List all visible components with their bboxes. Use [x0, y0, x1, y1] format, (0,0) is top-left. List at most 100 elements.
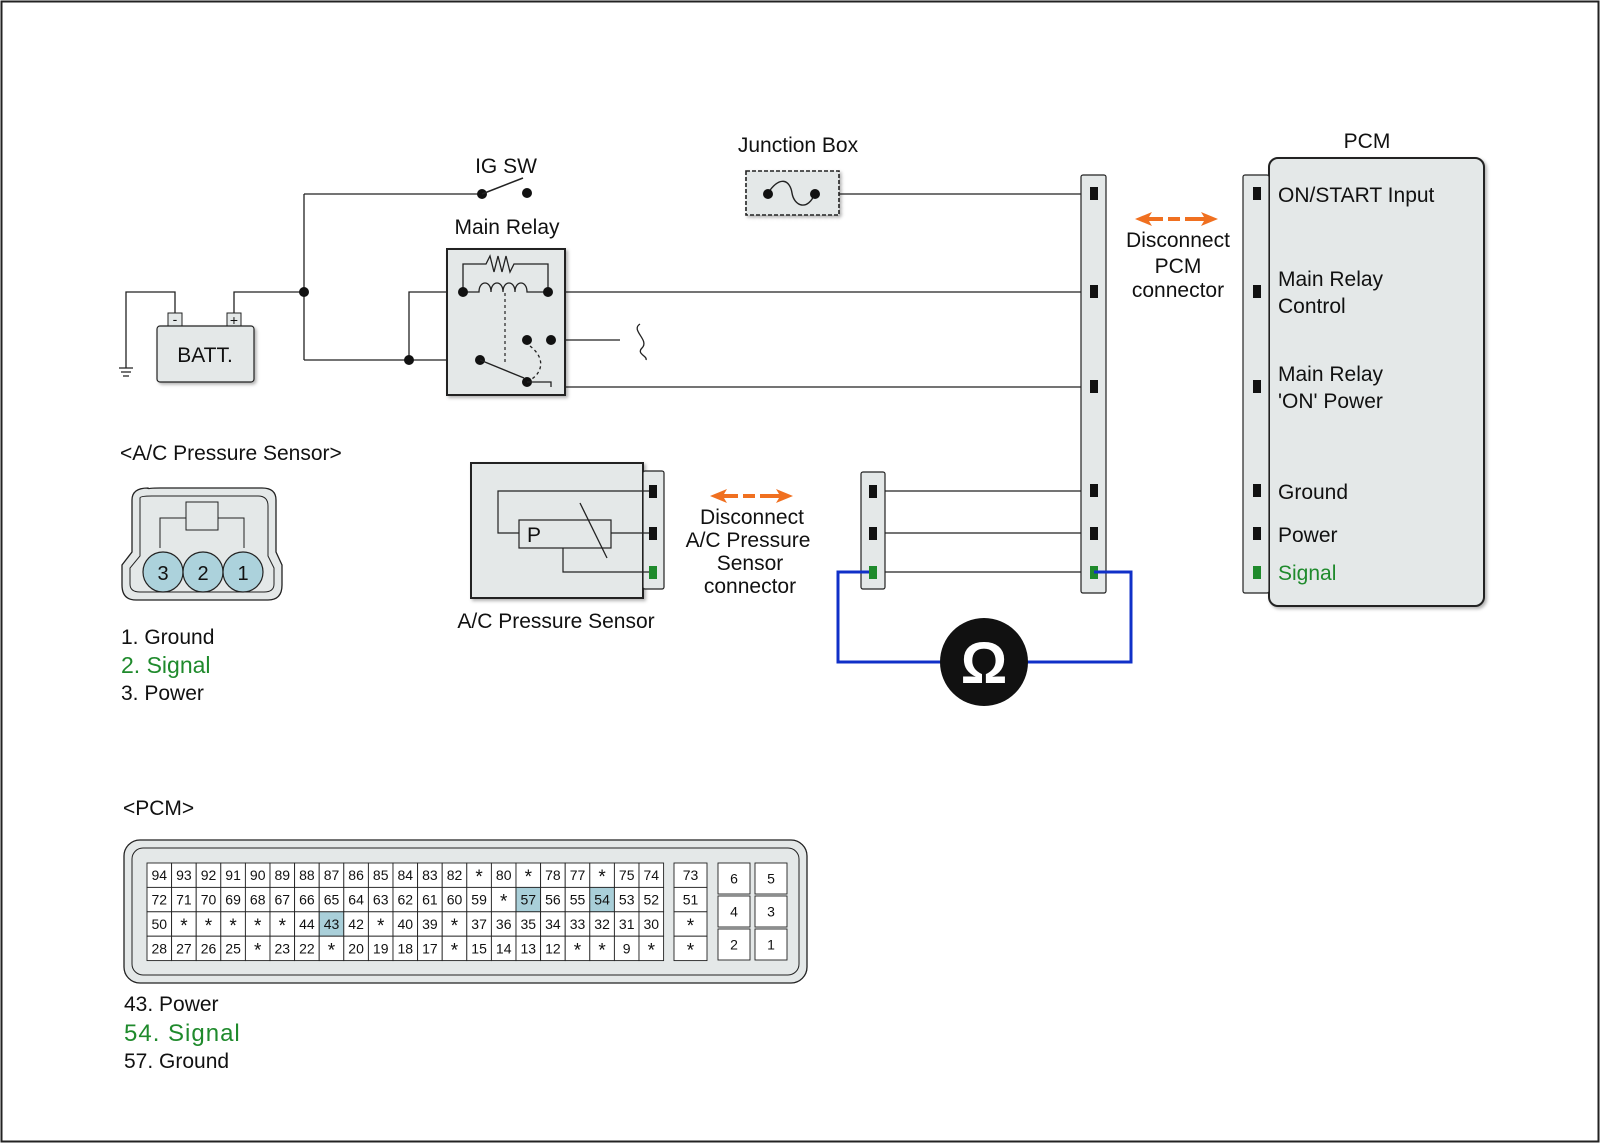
pcm-pin-cell	[638, 911, 665, 937]
disconnect-ac-arrow	[710, 489, 793, 503]
pcm-pin-number: *	[205, 916, 213, 937]
pcm-pin-number: 26	[201, 940, 217, 956]
pcm-pin-number: *	[279, 916, 287, 937]
pcm-pin-cell	[195, 935, 222, 962]
pcm-pin-number: *	[451, 916, 459, 937]
pcm-pin-number: *	[687, 916, 695, 937]
battery-plus-label: +	[230, 312, 238, 328]
pcm-pin-cell	[466, 886, 492, 913]
pcm-pin-number: 6	[730, 871, 738, 887]
pcm-terminal-label: Ground	[1278, 481, 1348, 504]
pcm-pin-cell	[294, 886, 320, 913]
pcm-pin-number: 17	[422, 940, 438, 956]
battery-label: BATT.	[177, 344, 233, 367]
pcm-pin-number: 65	[324, 892, 340, 908]
pcm-pin-number: 75	[619, 867, 635, 883]
pcm-pin-number: 60	[447, 892, 463, 908]
pcm-pin-number: *	[180, 916, 188, 937]
pcm-pin-cell	[220, 886, 246, 913]
pcm-pin-cell	[146, 862, 173, 888]
pcm-pin-cell	[318, 886, 345, 913]
pcm-pin-number: *	[687, 940, 695, 961]
pcm-pin-cell	[171, 935, 197, 962]
pcm-pin-number: *	[598, 940, 606, 961]
pcm-pin-number: 33	[570, 916, 586, 932]
pcm-pin-number: 94	[152, 867, 168, 883]
pcm-pin-cell	[269, 886, 296, 913]
pcm-pin-number: 5	[767, 871, 775, 887]
pcm-pin-number: 87	[324, 867, 340, 883]
pcm-pin-number: 90	[250, 867, 266, 883]
pcm-pin-number: 85	[373, 867, 389, 883]
pcm-pin-number: *	[648, 940, 656, 961]
pcm-pin-number: 66	[299, 892, 315, 908]
ac-sensor-legend-item: 1. Ground	[121, 626, 214, 649]
pcm-pin-cell	[673, 862, 708, 888]
ohmmeter-leads	[836, 570, 1133, 664]
ohm-symbol: Ω	[961, 631, 1008, 696]
disconnect-ac-label-1: Disconnect	[700, 506, 804, 529]
wire-break-symbol	[636, 323, 647, 361]
pcm-pin-number: 1	[767, 937, 775, 953]
pcm-terminal-label: Main Relay	[1278, 268, 1384, 291]
pcm-pin-cell	[673, 886, 708, 913]
pcm-pin-number: 74	[644, 867, 660, 883]
pcm-title: PCM	[1344, 130, 1391, 153]
ac-sensor-component-label: A/C Pressure Sensor	[457, 610, 654, 633]
pcm-pin-number: 83	[422, 867, 438, 883]
disconnect-pcm-label-1: Disconnect	[1126, 229, 1230, 252]
pcm-pin-number: *	[500, 892, 508, 913]
pcm-pin-number: *	[451, 940, 459, 961]
pcm-pin-number: 2	[730, 937, 738, 953]
junction-dot	[404, 355, 414, 365]
pcm-pin-number: 51	[683, 892, 699, 908]
pcm-legend-item: 57. Ground	[124, 1050, 229, 1073]
pcm-pin-number: *	[377, 916, 385, 937]
pcm-pin-number: 84	[398, 867, 414, 883]
pcm-pin-cell	[146, 935, 173, 962]
pcm-pin-number: 78	[545, 867, 561, 883]
pcm-pin-number: 61	[422, 892, 438, 908]
pcm-pin-number: 63	[373, 892, 389, 908]
ig-switch	[477, 177, 532, 199]
pcm-pin-number: 67	[275, 892, 291, 908]
pcm-pin-cell	[754, 928, 788, 961]
pcm-pin-cell	[318, 935, 345, 962]
pcm-pin-number: *	[475, 867, 483, 888]
pcm-pin-number: 80	[496, 867, 512, 883]
pcm-pin-cell	[269, 911, 296, 937]
pcm-pin-cell	[367, 911, 394, 937]
pcm-pin-number: 93	[176, 867, 192, 883]
pcm-pin-number: 13	[521, 940, 537, 956]
pcm-pin-cell-highlighted	[318, 911, 345, 937]
pcm-pin-number: 54	[594, 892, 610, 908]
pcm-pin-number: 14	[496, 940, 512, 956]
pcm-pin-cell	[589, 911, 615, 937]
pcm-pin-number: 19	[373, 940, 389, 956]
pcm-pin-number: 70	[201, 892, 217, 908]
pcm-legend-item: 43. Power	[124, 993, 219, 1016]
pcm-pin-cell	[244, 911, 271, 937]
pcm-pin-cell	[146, 886, 173, 913]
pcm-pin-number: 4	[730, 904, 738, 920]
disconnect-pcm-arrow	[1135, 212, 1218, 226]
pcm-pin-number: 57	[521, 892, 537, 908]
pcm-pin-cell	[441, 911, 468, 937]
pcm-pin-number: 56	[545, 892, 561, 908]
junction-box	[745, 170, 840, 216]
pcm-pin-cell	[392, 935, 419, 962]
pcm-pin-cell	[343, 935, 369, 962]
pcm-pin-cell	[638, 935, 665, 962]
pcm-pin-cell	[638, 886, 665, 913]
pcm-pin-cell	[441, 862, 468, 888]
pcm-pin-cell	[717, 862, 751, 895]
junction-dot	[299, 287, 309, 297]
pcm-pin-cell	[673, 935, 708, 962]
pcm-pin-number: 15	[471, 940, 487, 956]
pcm-pin-cell	[441, 935, 468, 962]
disconnect-ac-label-2: A/C Pressure	[686, 529, 811, 552]
pcm-pin-cell	[466, 935, 492, 962]
disconnect-pcm-label-2: PCM	[1155, 255, 1202, 278]
